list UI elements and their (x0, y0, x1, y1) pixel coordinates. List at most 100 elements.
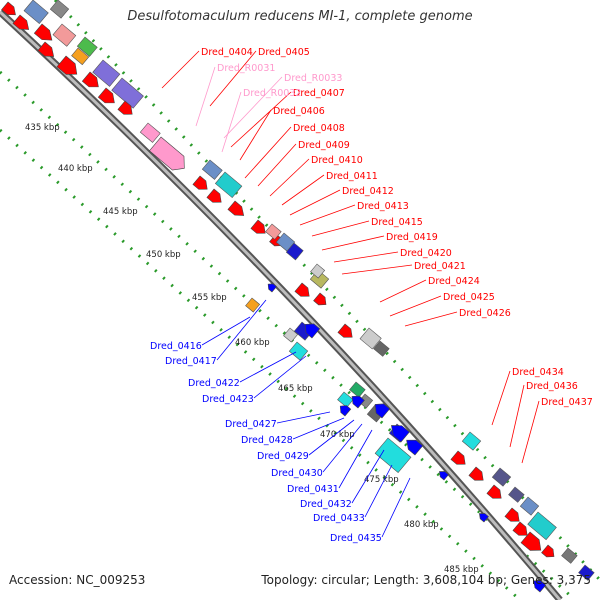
ruler-label-11: 485 kbp (444, 565, 479, 575)
gene-feature-57 (508, 486, 525, 503)
gene-feature-60 (504, 507, 520, 522)
gene-feature-66 (439, 471, 449, 481)
gene-feature-34 (283, 327, 299, 343)
gene-feature-40 (373, 340, 390, 357)
label-dred_0419: Dred_0419 (386, 232, 438, 243)
tick-line-2 (0, 128, 522, 600)
gene-feature-52 (461, 431, 482, 451)
label-dred_0410-leader (269, 158, 310, 197)
gene-feature-31 (313, 292, 327, 306)
label-dred_0435-leader (381, 477, 411, 538)
label-dred_0406: Dred_0406 (273, 106, 325, 117)
gene-feature-1 (23, 0, 49, 25)
label-dred_0427: Dred_0427 (225, 419, 277, 430)
label-dred_0431: Dred_0431 (287, 484, 339, 495)
label-dred_0434: Dred_0434 (512, 367, 564, 378)
gene-feature-58 (519, 496, 540, 516)
label-dred_0407: Dred_0407 (293, 88, 345, 99)
label-dred_0425-leader (389, 295, 442, 317)
gene-features (1, 0, 595, 593)
label-dred_r0033-leader (223, 76, 283, 139)
gene-feature-33 (267, 283, 277, 293)
gene-feature-22 (227, 200, 245, 216)
gene-feature-61 (512, 521, 528, 536)
gene-feature-56 (486, 484, 502, 499)
label-dred_0419-leader (321, 235, 385, 251)
label-dred_0426-leader (404, 311, 458, 327)
label-dred_0411-leader (281, 174, 325, 206)
label-dred_r0032: Dred_R0032 (243, 88, 301, 99)
label-dred_0416-leader (201, 316, 251, 346)
label-dred_0429: Dred_0429 (257, 451, 309, 462)
backbone-inner (0, 10, 562, 600)
gene-feature-4 (12, 14, 30, 30)
gene-feature-13 (81, 71, 99, 88)
label-dred_0437-leader (521, 400, 540, 464)
gene-feature-9 (37, 41, 55, 57)
gene-feature-51 (406, 439, 424, 456)
gene-feature-18 (201, 159, 223, 180)
label-dred_r0033: Dred_R0033 (284, 73, 342, 84)
gene-feature-29 (310, 263, 326, 279)
map-title: Desulfotomaculum reducens MI-1, complete… (127, 9, 473, 24)
label-dred_0433-leader (364, 464, 393, 518)
label-dred_0411: Dred_0411 (326, 171, 378, 182)
gene-feature-19 (214, 171, 243, 199)
gene-feature-53 (450, 450, 466, 465)
label-dred_0429-leader (308, 419, 355, 456)
label-dred_0428: Dred_0428 (241, 435, 293, 446)
ruler-label-4: 450 kbp (146, 250, 181, 260)
ruler-label-8: 470 kbp (320, 430, 355, 440)
gene-feature-42 (349, 381, 366, 398)
label-dred_0406-leader (239, 109, 272, 161)
gene-feature-25 (265, 223, 282, 240)
gene-feature-47 (374, 403, 391, 419)
gene-feature-16 (139, 122, 161, 143)
label-dred_0415-leader (311, 220, 370, 237)
gene-feature-27 (285, 242, 304, 261)
topology-info: Topology: circular; Length: 3,608,104 bp… (261, 573, 591, 587)
label-dred_r0032-leader (221, 91, 242, 153)
gene-feature-11 (92, 59, 121, 87)
ruler-label-2: 440 kbp (58, 164, 93, 174)
label-dred_0428-leader (292, 417, 345, 440)
label-dred_0405: Dred_0405 (258, 47, 310, 58)
label-dred_0430-leader (322, 423, 363, 473)
ruler-label-9: 475 kbp (364, 475, 399, 485)
label-dred_0407-leader (230, 91, 292, 148)
gene-feature-7 (76, 36, 98, 57)
gene-feature-17 (149, 136, 185, 171)
label-dred_0433: Dred_0433 (313, 513, 365, 524)
ruler-label-3: 445 kbp (103, 207, 138, 217)
label-dred_0437: Dred_0437 (541, 397, 593, 408)
gene-feature-37 (304, 323, 321, 339)
ruler-label-7: 465 kbp (278, 384, 313, 394)
label-dred_r0031-leader (195, 66, 216, 127)
ruler-label-10: 480 kbp (404, 520, 439, 530)
gene-feature-23 (250, 219, 266, 234)
gene-feature-64 (578, 564, 595, 581)
label-dred_0436: Dred_0436 (526, 381, 578, 392)
label-dred_0432-leader (351, 449, 385, 504)
label-dred_0412-leader (289, 189, 341, 216)
label-dred_0434-leader (491, 370, 511, 426)
gene-feature-30 (294, 282, 310, 297)
genome-backbone (0, 9, 563, 600)
label-dred_0427-leader (276, 411, 331, 424)
gene-feature-49 (391, 425, 410, 443)
label-dred_0417: Dred_0417 (165, 356, 217, 367)
gene-feature-39 (359, 327, 382, 350)
label-dred_0423: Dred_0423 (202, 394, 254, 405)
gene-feature-2 (49, 0, 70, 19)
gene-feature-10 (56, 55, 78, 75)
label-dred_0413-leader (299, 204, 356, 226)
label-dred_0404: Dred_0404 (201, 47, 253, 58)
label-dred_0415: Dred_0415 (371, 217, 423, 228)
label-dred_0409: Dred_0409 (298, 140, 350, 151)
gene-feature-41 (337, 391, 354, 408)
label-dred_0412: Dred_0412 (342, 186, 394, 197)
backbone-outer (0, 9, 563, 600)
